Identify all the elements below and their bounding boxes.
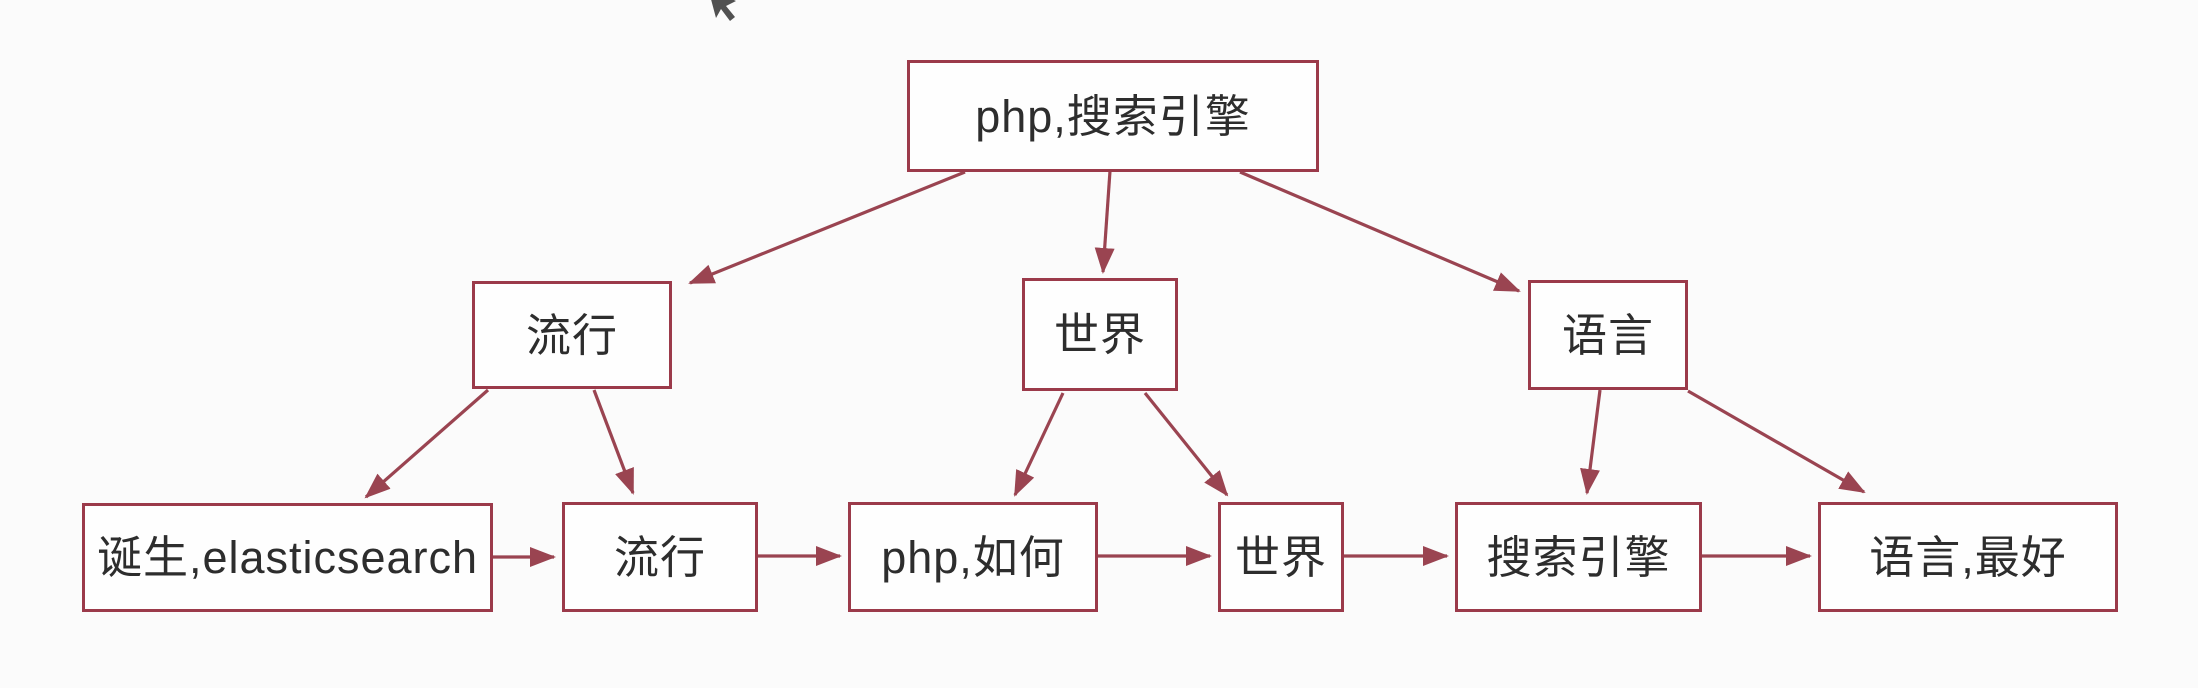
arrow-root-to-world [1094, 170, 1115, 274]
node-level3-world: 世界 [1218, 502, 1344, 612]
node-level3-birth-label: 诞生,elasticsearch [96, 532, 479, 583]
arrow-root-to-popular [688, 170, 966, 285]
node-level2-world-label: 世界 [1053, 309, 1146, 360]
mouse-cursor-icon [711, 0, 736, 21]
node-level3-php-how-label: php,如何 [881, 531, 1065, 583]
node-level2-popular-label: 流行 [525, 309, 618, 361]
node-level3-popular-label: 流行 [613, 531, 706, 583]
node-level3-search-engine: 搜索引擎 [1455, 502, 1702, 612]
node-root-label: php,搜索引擎 [975, 90, 1251, 142]
arrow-language-to-best [1687, 389, 1866, 494]
node-level3-birth-elasticsearch: 诞生,elasticsearch [82, 503, 493, 612]
node-level3-popular: 流行 [562, 502, 758, 612]
arrow-popular-to-birth [364, 388, 490, 499]
node-level3-language-best-label: 语言,最好 [1869, 531, 2067, 583]
node-level3-world-label: 世界 [1234, 531, 1327, 583]
arrow-popular-to-popular [592, 389, 635, 495]
arrow-language-to-search [1580, 389, 1602, 495]
node-level3-language-best: 语言,最好 [1818, 502, 2118, 612]
node-level2-popular: 流行 [472, 281, 672, 389]
node-root: php,搜索引擎 [907, 60, 1319, 172]
arrow-root-to-language [1239, 170, 1521, 293]
arrow-world-to-world [1143, 391, 1229, 497]
node-level3-php-how: php,如何 [848, 502, 1098, 612]
arrow-world-to-php-how [1013, 392, 1065, 497]
node-level3-search-engine-label: 搜索引擎 [1486, 531, 1671, 583]
node-level2-language-label: 语言 [1561, 309, 1654, 361]
node-level2-world: 世界 [1022, 278, 1178, 391]
node-level2-language: 语言 [1528, 280, 1688, 390]
